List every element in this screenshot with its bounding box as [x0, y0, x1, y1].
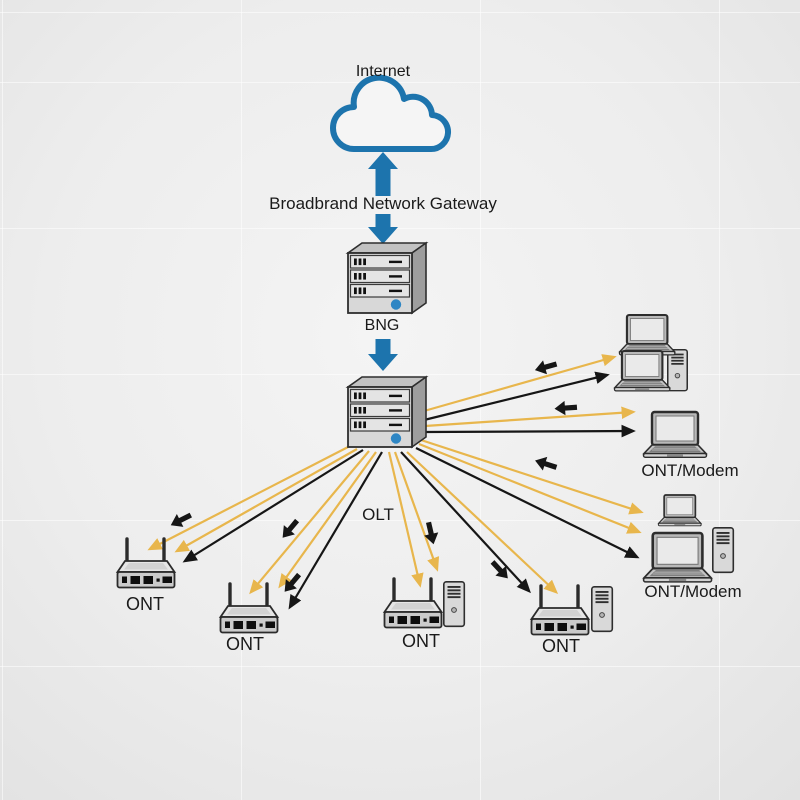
ont4-label: ONT [542, 636, 580, 656]
ont3-router-icon [382, 577, 444, 630]
ont2-router-icon [218, 582, 280, 635]
ont4-router-icon [529, 584, 591, 637]
fiber-link-gold [147, 445, 351, 551]
internet-label: Internet [356, 63, 411, 80]
link-black [415, 447, 640, 559]
ont-modem2-laptop-icon [642, 531, 713, 584]
client-laptop-icon [618, 313, 676, 356]
client-laptop-icon [613, 349, 671, 392]
bng-label: BNG [365, 317, 400, 334]
gateway-label: Broadbrand Network Gateway [269, 194, 497, 213]
link-black [424, 424, 636, 438]
ont3-label: ONT [402, 631, 440, 651]
ont4-tower-pc-icon [590, 585, 614, 633]
fiber-link-gold [423, 354, 617, 413]
ont-modem1-laptop-icon [642, 410, 708, 459]
cloud-icon [330, 74, 451, 153]
bng-server-icon [347, 242, 427, 314]
ont1-router-icon [115, 537, 177, 590]
ont3-tower-pc-icon [442, 580, 466, 628]
ont1-label: ONT [126, 594, 164, 614]
flow-arrow-up-icon [368, 152, 398, 196]
fiber-link-gold [387, 451, 424, 588]
fiber-link-gold [420, 438, 644, 515]
fiber-links [147, 354, 644, 610]
ont-modem2-label: ONT/Modem [644, 582, 741, 601]
direction-arrow-icon [277, 515, 303, 543]
flow-arrow-down-icon [368, 214, 398, 244]
fiber-link-gold [278, 451, 377, 589]
link-black [182, 449, 364, 563]
ont-modem2-tower-pc-icon [711, 526, 735, 574]
link-black [288, 451, 383, 610]
direction-arrow-icon [554, 400, 578, 416]
client-tower-pc-icon [667, 348, 688, 392]
ont-modem1-label: ONT/Modem [641, 461, 738, 480]
fiber-link-gold [393, 451, 440, 572]
direction-arrow-icon [532, 453, 559, 475]
fiber-link-gold [406, 451, 559, 594]
fiber-link-gold [174, 448, 358, 553]
link-black [400, 451, 531, 594]
olt-label: OLT [362, 505, 394, 524]
fiber-link-gold [424, 406, 636, 428]
link-black [423, 371, 610, 422]
ont2-label: ONT [226, 634, 264, 654]
ont-modem2-small-laptop-icon [657, 494, 702, 527]
fiber-link-gold [418, 442, 642, 534]
fiber-link-gold [249, 450, 370, 595]
flow-arrow-down2-icon [368, 339, 398, 371]
olt-server-icon [347, 376, 427, 448]
